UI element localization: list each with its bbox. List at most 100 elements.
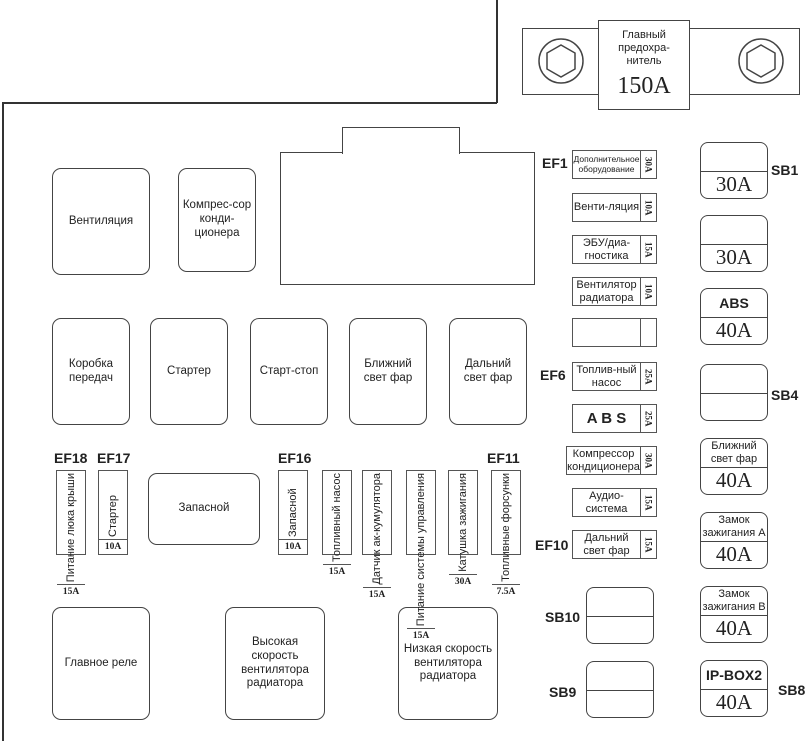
outline (2, 102, 497, 104)
fuse-rating: 40A (715, 542, 753, 567)
fuse-label: Топливные форсунки (499, 473, 512, 582)
fuse-rating: 10A (279, 539, 307, 554)
fuse-label: ЭБУ/диа-гностика (582, 236, 631, 262)
fuse-rating (587, 617, 653, 644)
fuse-label: Вентилятор радиатора (576, 278, 637, 304)
fuse-rating (640, 319, 656, 346)
position-label: EF16 (278, 450, 312, 466)
fuse-rating: 15A (407, 628, 435, 643)
fuse-rating: 15A (323, 563, 351, 579)
relay[interactable]: Ближний свет фар (349, 318, 427, 425)
position-label: EF10 (535, 537, 569, 553)
position-label: EF11 (487, 450, 520, 466)
relay[interactable]: Высокая скорость вентилятора радиатора (225, 607, 325, 720)
fuse-label: Катушка зажигания (456, 473, 469, 572)
connector-notch (342, 127, 460, 154)
relay[interactable]: Старт-стоп (250, 318, 328, 425)
fuse-rating: 10A (640, 194, 656, 221)
fuse-rating: 40A (715, 690, 753, 715)
fuse-sb[interactable] (586, 587, 654, 644)
relay[interactable]: Главное реле (52, 607, 150, 720)
fuse-rating: 15A (640, 531, 656, 558)
hex-nut-icon (738, 38, 784, 84)
fuse-label: Датчик ак-кумулятора (370, 473, 383, 585)
fuse-sb[interactable] (586, 661, 654, 718)
fuse-label (701, 365, 767, 394)
position-label: SB10 (545, 609, 581, 625)
fuse-sb[interactable] (700, 364, 768, 421)
fuse-label: Дополнительное оборудование (573, 153, 640, 174)
relay[interactable]: Запасной (148, 473, 260, 545)
fuse-rating: 40A (715, 468, 753, 493)
position-label: EF18 (54, 450, 88, 466)
fuse-ef[interactable]: Запасной 10A (278, 470, 308, 555)
fuse-rating: 30A (640, 447, 656, 474)
position-label: SB4 (771, 387, 799, 403)
fuse-rating: 40A (715, 616, 753, 641)
fuse-rating: 7.5A (492, 583, 520, 599)
fuse-label: Запасной (286, 488, 299, 537)
hex-nut-icon (538, 38, 584, 84)
fuse-label: Замок зажигания B (701, 587, 767, 616)
fuse-label: Питание системы управления (414, 473, 427, 627)
fuse-rating: 15A (57, 584, 85, 599)
fuse-sb[interactable]: 30A (700, 142, 768, 199)
fuse-rating: 30A (449, 573, 477, 589)
relay[interactable]: Вентиляция (52, 168, 150, 275)
fuse-rating: 30A (715, 172, 753, 197)
main-fuse-label: Главный предохра-нитель (618, 29, 670, 68)
fuse-label (587, 662, 653, 691)
fuse-rating: 25A (640, 405, 656, 432)
relay[interactable]: Дальний свет фар (449, 318, 527, 425)
fuse-rating: 10A (640, 278, 656, 305)
position-label: SB9 (549, 684, 577, 700)
fuse-label: Компрессор кондиционера (567, 447, 640, 473)
outline (2, 102, 4, 741)
fuse-rating: 15A (363, 586, 391, 602)
relay[interactable]: Низкая скорость вентилятора радиатора (398, 607, 498, 720)
position-label: SB1 (771, 162, 799, 178)
fuse-rating: 25A (640, 363, 656, 390)
fuse-rating: 30A (640, 151, 656, 178)
fuse-label: Венти-ляция (573, 201, 640, 214)
fuse-label: Топливный насос (330, 473, 343, 562)
fuse-label: Аудио-система (585, 489, 628, 515)
fuse-rating: 10A (99, 539, 127, 554)
fuse-label: Питание люка крыши (64, 473, 77, 583)
relay[interactable]: Компрес-сор конди-ционера (178, 168, 256, 272)
fuse-ef[interactable] (572, 318, 657, 347)
position-label: EF17 (97, 450, 131, 466)
connector (280, 152, 535, 285)
position-label: EF1 (542, 155, 568, 171)
relay[interactable]: Стартер (150, 318, 228, 425)
fuse-sb[interactable]: 30A (700, 215, 768, 272)
fuse-label: Ближний свет фар (701, 439, 767, 468)
relay[interactable]: Коробка передач (52, 318, 130, 425)
fuse-label (701, 216, 767, 245)
position-label: SB8 (778, 682, 806, 698)
outline (496, 0, 498, 103)
fuse-label: Топлив-ный насос (576, 363, 637, 389)
